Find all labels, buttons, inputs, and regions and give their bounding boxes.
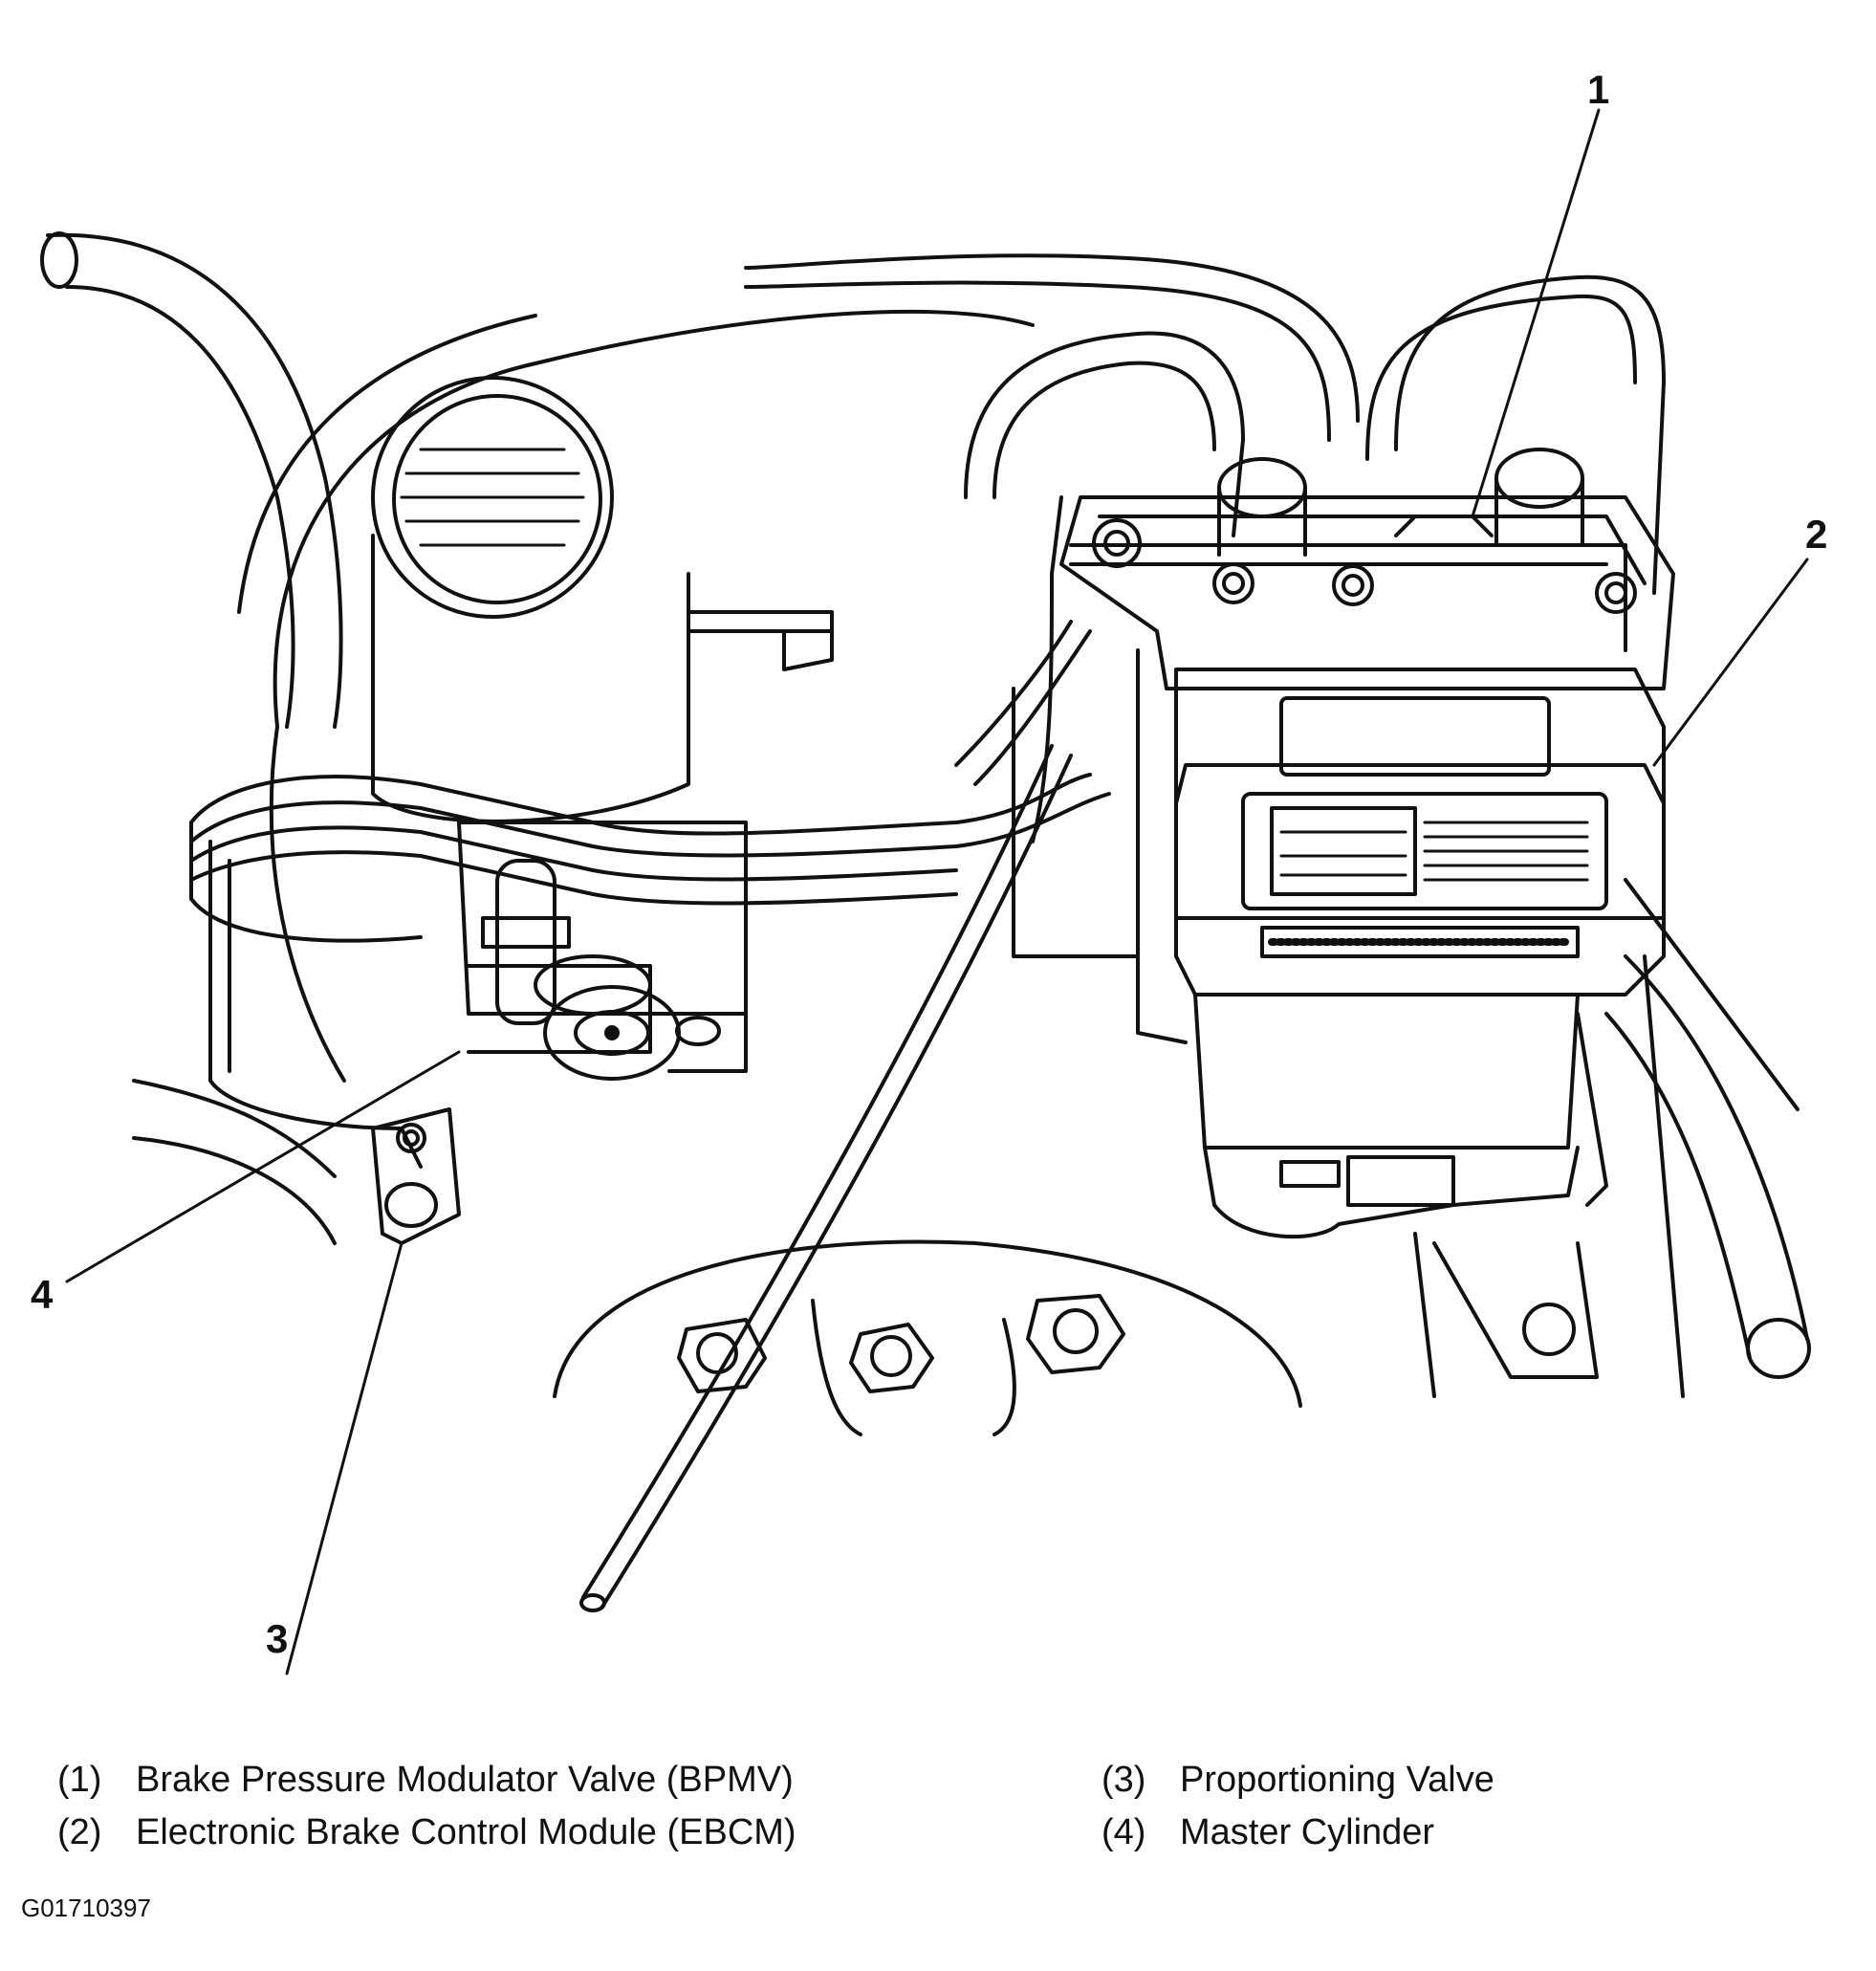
abs-component-illustration [40, 108, 1811, 1675]
brake-booster [237, 309, 1035, 1083]
legend-entry-1: (1) Brake Pressure Modulator Valve (BPMV) [57, 1760, 794, 1801]
leader-line-2 [1652, 558, 1809, 767]
leader-line-1 [1471, 108, 1601, 518]
callout-3: 3 [266, 1616, 289, 1661]
proportioning-valve [132, 1079, 461, 1245]
callout-2: 2 [1805, 512, 1828, 557]
legend-number: (1) [57, 1760, 102, 1800]
legend-number: (3) [1102, 1760, 1146, 1800]
legend-label: Proportioning Valve [1180, 1760, 1494, 1800]
legend: (1) Brake Pressure Modulator Valve (BPMV)… [0, 1760, 1876, 1874]
legend-entry-2: (2) Electronic Brake Control Module (EBCM… [57, 1812, 796, 1853]
legend-label: Brake Pressure Modulator Valve (BPMV) [136, 1760, 794, 1800]
vacuum-hose [40, 231, 343, 729]
brake-lines [189, 253, 1666, 1169]
bolt-right [1026, 1294, 1125, 1374]
legend-label: Electronic Brake Control Module (EBCM) [136, 1812, 796, 1852]
bpmv-body [1012, 448, 1675, 1044]
legend-number: (4) [1102, 1812, 1146, 1852]
strut-tower [553, 1239, 1302, 1436]
master-cylinder [457, 821, 748, 1081]
long-brake-line [579, 744, 1073, 1612]
ebcm [1174, 668, 1811, 1398]
leader-line-4 [65, 1050, 461, 1283]
legend-number: (2) [57, 1812, 102, 1852]
legend-entry-4: (4) Master Cylinder [1102, 1812, 1434, 1853]
bolt-center [849, 1323, 934, 1393]
bolt-left [677, 1318, 767, 1393]
callout-1: 1 [1587, 67, 1610, 112]
callout-4: 4 [31, 1272, 54, 1317]
master-cylinder-reservoir [371, 376, 834, 823]
leader-lines [65, 108, 1809, 1675]
legend-label: Master Cylinder [1180, 1812, 1435, 1852]
leader-line-3 [285, 1241, 404, 1675]
legend-entry-3: (3) Proportioning Valve [1102, 1760, 1494, 1801]
figure-code: G01710397 [21, 1894, 151, 1922]
